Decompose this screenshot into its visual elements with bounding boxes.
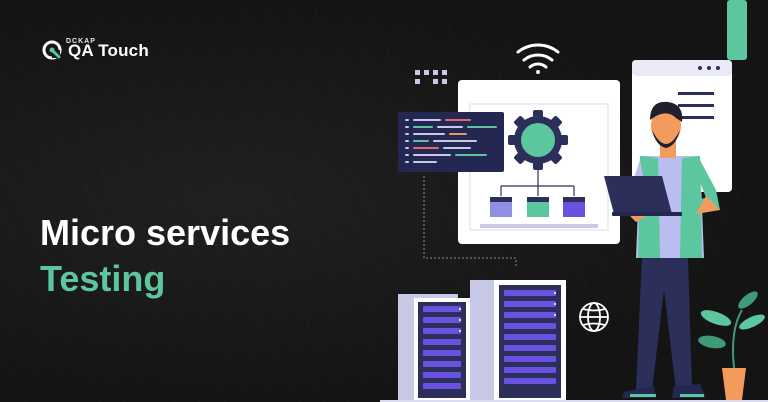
- gear-icon: [508, 110, 568, 170]
- code-window-icon: [398, 112, 504, 172]
- laptop-icon: [604, 176, 682, 216]
- globe-icon: [579, 302, 609, 332]
- brand-logo: QA Touch DCKAP: [42, 38, 149, 60]
- dot-grid-decoration: [415, 70, 447, 84]
- plant-icon: [698, 291, 765, 400]
- service-box-1: [490, 197, 512, 217]
- server-rack-icon: [398, 280, 566, 402]
- accent-bar: [727, 0, 747, 60]
- headline-line-1: Micro services: [40, 212, 291, 253]
- headline-line-2: Testing: [40, 258, 166, 299]
- wifi-icon: [516, 43, 560, 74]
- brand-product-name: QA Touch: [68, 40, 149, 60]
- service-box-2: [527, 197, 549, 217]
- brand-company-name: DCKAP: [66, 38, 96, 45]
- qa-touch-logo-icon: [42, 40, 62, 60]
- page-headline: Micro services Testing: [40, 213, 290, 299]
- dotted-connector: [423, 176, 517, 268]
- service-box-3: [563, 197, 585, 217]
